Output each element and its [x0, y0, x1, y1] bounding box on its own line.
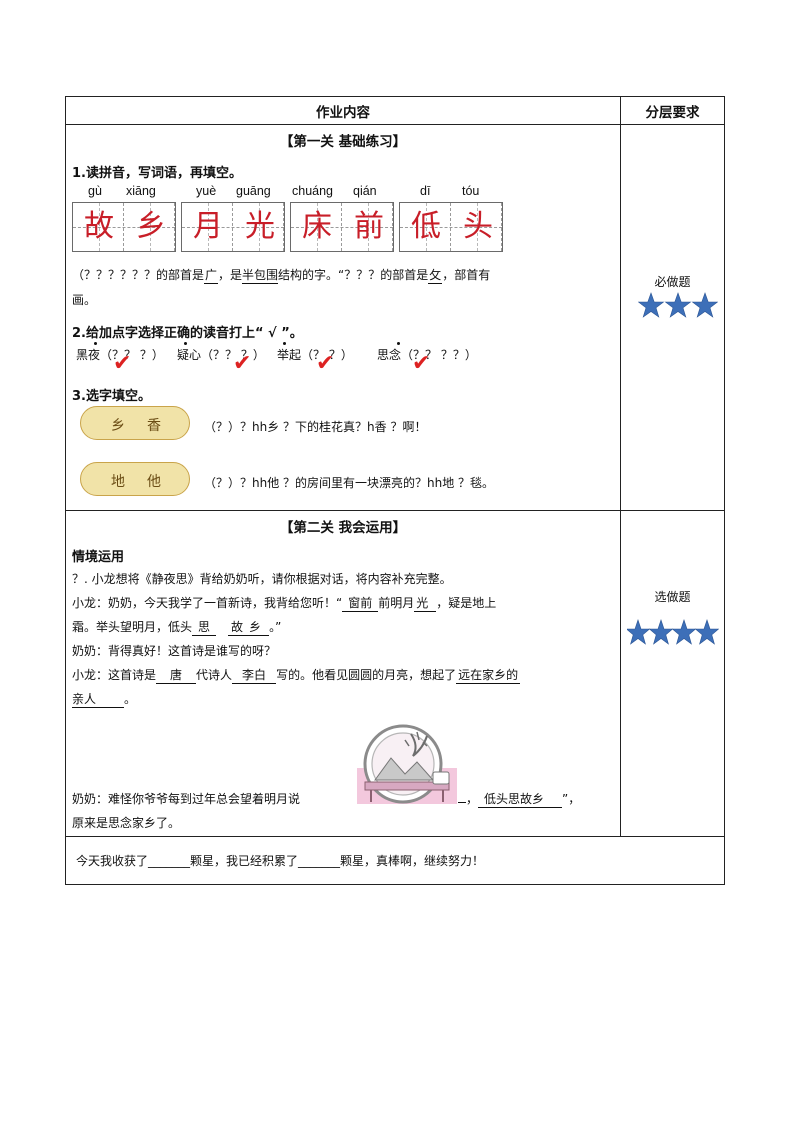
- char-grid-2: [181, 202, 285, 252]
- q3-sentence-2: （？）？hh他 ？的房间里有一块漂亮的？hh地 ？毯。: [204, 476, 495, 490]
- emphasis-dot: [94, 342, 97, 345]
- char-grid-1: [72, 202, 176, 252]
- moon-window-illustration: [357, 724, 457, 804]
- pinyin-5: chuáng: [292, 184, 334, 198]
- dialog-line-6-answer: ，低头思故乡”，: [458, 790, 580, 808]
- dialog-line-2: 霜。举头望明月，低头思故乡。”: [72, 620, 282, 636]
- check-mark: ✔: [233, 351, 252, 376]
- star-rating-4: [627, 619, 719, 645]
- pinyin-8: tóu: [462, 184, 480, 198]
- section2-title: 【第二关 我会运用】: [279, 520, 407, 536]
- answer-char-6: 前: [354, 209, 384, 244]
- pinyin-6: qián: [353, 184, 377, 198]
- emphasis-dot: [184, 342, 187, 345]
- q3-sentence-1: （？）？hh乡 ？下的桂花真？h香 ？啊！: [204, 420, 427, 434]
- choice-pill-1: 乡 香: [80, 406, 190, 440]
- check-mark: ✔: [113, 351, 132, 376]
- pinyin-7: dī: [420, 184, 431, 198]
- star-rating-3: [638, 292, 718, 318]
- content-header: 作业内容: [316, 105, 370, 121]
- char-grid-4: [399, 202, 503, 252]
- answer-char-4: 光: [245, 209, 275, 244]
- emphasis-dot: [283, 342, 286, 345]
- choice-pill-2: 地 他: [80, 462, 190, 496]
- dialog-line-7: 原来是思念家乡了。: [72, 816, 181, 830]
- dialog-line-4: 小龙：这首诗是唐代诗人李白写的。他看见圆圆的月亮，想起了远在家乡的: [72, 668, 521, 684]
- level-optional: 选做题: [654, 590, 691, 604]
- q3-title: 3.选字填空。: [72, 389, 151, 404]
- dialog-line-3: 奶奶：背得真好！这首诗是谁写的呀？: [72, 644, 277, 658]
- check-mark: ✔: [412, 351, 431, 376]
- q2-word-1: 黑夜（？？ ？）: [76, 348, 164, 362]
- q1-fill-line-2: 画。: [72, 293, 97, 307]
- pinyin-3: yuè: [196, 184, 217, 198]
- char-grid-3: [290, 202, 394, 252]
- check-mark: ✔: [316, 351, 335, 376]
- answer-char-5: 床: [302, 209, 332, 244]
- dialog-line-1: 小龙：奶奶，今天我学了一首新诗，我背给您听！“窗前前明月光，疑是地上: [72, 596, 497, 612]
- section2-intro: ？. 小龙想将《静夜思》背给奶奶听，请你根据对话，将内容补充完整。: [72, 572, 452, 586]
- pinyin-4: guāng: [236, 184, 271, 198]
- dialog-line-6: 奶奶：难怪你爷爷每到过年总会望着明月说: [72, 792, 301, 806]
- answer-char-1: 故: [84, 209, 114, 244]
- section2-subtitle: 情境运用: [72, 550, 125, 565]
- level-required: 必做题: [654, 275, 691, 289]
- q1-title: 1.读拼音，写词语，再填空。: [72, 166, 242, 181]
- section1-title: 【第一关 基础练习】: [279, 134, 407, 150]
- answer-char-3: 月: [193, 209, 223, 244]
- dialog-line-5: 亲人。: [72, 692, 137, 708]
- q1-fill-line: （？？？？？？的部首是广，是半包围结构的字。“？？？的部首是攵，部首有: [72, 268, 491, 284]
- pinyin-1: gù: [88, 184, 102, 198]
- q2-title: 2.给加点字选择正确的读音打上“ √ ”。: [72, 326, 303, 341]
- level-header: 分层要求: [645, 105, 700, 121]
- q2-word-2: 疑心（？？ ？）: [177, 348, 265, 362]
- answer-char-8: 头: [463, 209, 493, 244]
- answer-char-2: 乡: [136, 209, 166, 244]
- footer-summary: 今天我收获了_______颗星，我已经积累了_______颗星，真棒啊，继续努力…: [76, 854, 485, 868]
- emphasis-dot: [397, 342, 400, 345]
- q2-word-3: 举起（？ ？）: [277, 348, 353, 362]
- pinyin-2: xiāng: [126, 184, 156, 198]
- q2-word-4: 思念（？？ ？？）: [377, 348, 477, 362]
- answer-char-7: 低: [411, 209, 441, 244]
